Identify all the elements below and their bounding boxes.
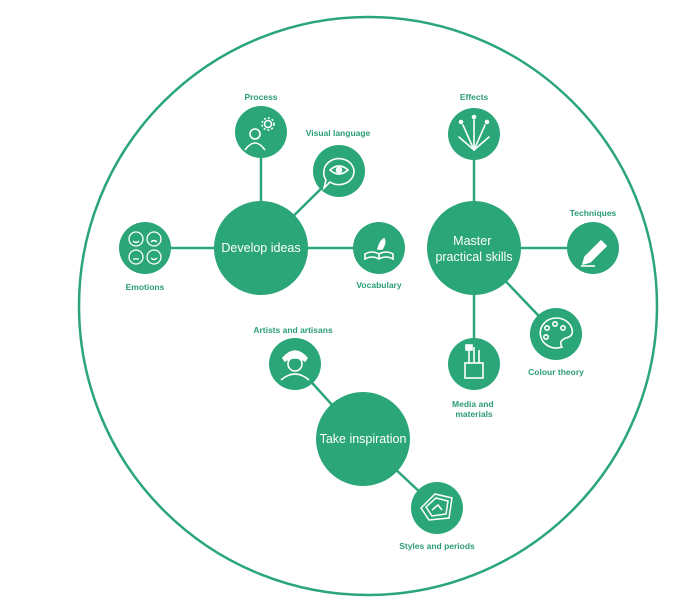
hub-take-inspiration-label: Take inspiration [320,432,407,446]
leaf-emotions-disc [119,222,171,274]
leaf-artists-artisans [269,338,321,390]
label-artists-artisans: Artists and artisans [253,325,333,335]
hub-develop-ideas: Develop ideas [214,201,308,295]
label-effects: Effects [460,92,489,102]
eye-speech-bubble-icon [322,157,355,191]
leaf-emotions [119,222,171,274]
label-media-materials: Media and materials [452,399,496,419]
leaf-visual-language [313,145,365,197]
label-visual-language: Visual language [306,128,371,138]
brushes-jar-icon [464,344,484,379]
firework-icon [458,114,490,151]
leaf-techniques [567,222,619,274]
hub-master-practical-skills-label: Master practical skills [435,234,512,264]
leaf-labels: Process Visual language Emotions Vocabul… [126,92,617,551]
artist-portrait-icon [280,350,310,381]
label-vocabulary: Vocabulary [356,280,401,290]
open-book-icon [364,237,394,261]
hub-develop-ideas-label: Develop ideas [221,241,300,255]
palette-icon [539,317,574,349]
hub-master-practical-skills-disc [427,201,521,295]
label-techniques: Techniques [570,208,617,218]
person-gear-icon [244,117,275,151]
leaf-styles-periods [411,482,463,534]
hub-master-practical-skills: Master practical skills [427,201,521,295]
leaf-process-disc [235,106,287,158]
label-styles-periods: Styles and periods [399,541,475,551]
leaf-colour-theory [530,308,582,360]
four-faces-icon [128,231,162,265]
hub-take-inspiration-disc [316,392,410,486]
leaf-vocabulary [353,222,405,274]
outer-ring [77,15,659,597]
label-process: Process [244,92,277,102]
label-colour-theory: Colour theory [528,367,584,377]
leaf-media-materials [448,338,500,390]
leaf-media-materials-disc [448,338,500,390]
leaf-styles-periods-disc [411,482,463,534]
leaf-artists-artisans-disc [269,338,321,390]
pencil-icon [581,240,607,267]
framed-canvas-icon [420,493,453,521]
hub-develop-ideas-disc [214,201,308,295]
leaf-process [235,106,287,158]
leaf-effects [448,108,500,160]
leaf-colour-theory-disc [530,308,582,360]
label-emotions: Emotions [126,282,165,292]
hub-take-inspiration: Take inspiration [316,392,410,486]
